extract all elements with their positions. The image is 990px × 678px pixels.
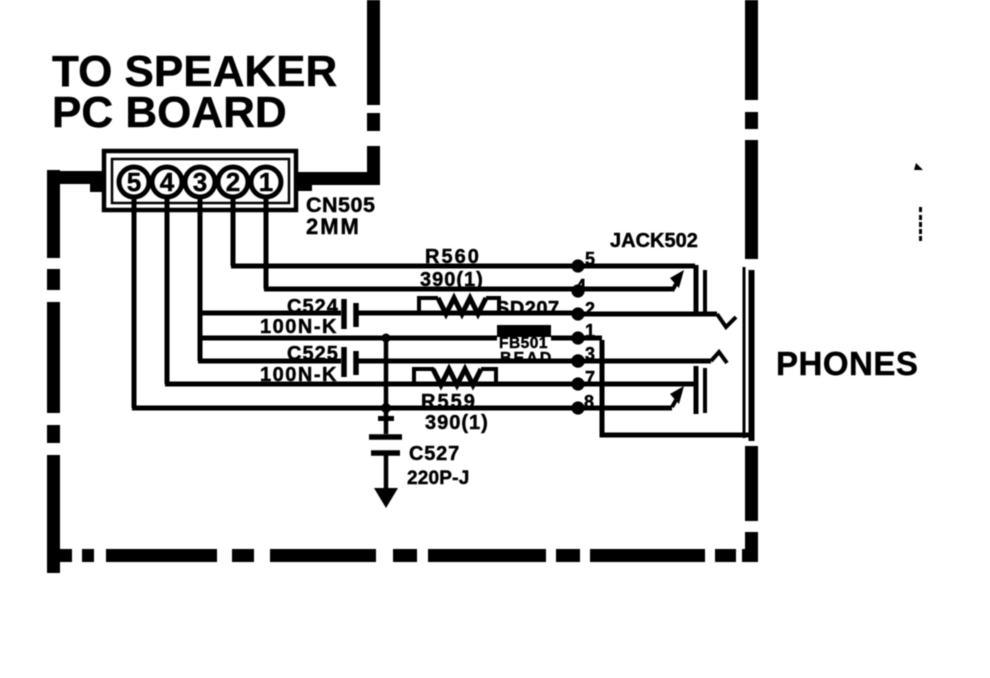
- svg-text:2: 2: [226, 167, 240, 197]
- svg-text:C524: C524: [287, 296, 339, 318]
- svg-text:SD207: SD207: [496, 298, 560, 320]
- svg-text:C525: C525: [287, 343, 339, 365]
- svg-text:2: 2: [585, 299, 595, 319]
- svg-text:1: 1: [585, 321, 595, 341]
- svg-text:C527: C527: [409, 443, 460, 465]
- svg-text:390(1): 390(1): [420, 269, 484, 291]
- svg-text:PHONES: PHONES: [776, 345, 918, 382]
- svg-text:3: 3: [585, 344, 595, 364]
- svg-text:R559: R559: [421, 391, 477, 413]
- svg-text:220P-J: 220P-J: [407, 468, 469, 489]
- svg-text:8: 8: [584, 392, 594, 412]
- svg-text:100N-K: 100N-K: [260, 364, 338, 386]
- svg-text:100N-K: 100N-K: [260, 316, 338, 338]
- svg-text:5: 5: [127, 167, 141, 197]
- svg-text:2MM: 2MM: [306, 214, 361, 239]
- svg-text:TO SPEAKER: TO SPEAKER: [52, 47, 337, 96]
- svg-text:5: 5: [585, 249, 595, 269]
- svg-text:PC BOARD: PC BOARD: [52, 88, 287, 137]
- svg-text:7: 7: [585, 368, 595, 388]
- svg-text:BEAD: BEAD: [500, 350, 553, 367]
- svg-text:JACK502: JACK502: [610, 230, 698, 252]
- svg-text:CN505: CN505: [306, 193, 375, 217]
- svg-text:FB501: FB501: [499, 335, 548, 352]
- svg-text:4: 4: [160, 167, 175, 197]
- svg-text:3: 3: [193, 167, 207, 197]
- svg-text:4: 4: [576, 276, 586, 296]
- svg-text:R560: R560: [425, 246, 481, 268]
- svg-text:1: 1: [259, 167, 273, 197]
- svg-text:390(1): 390(1): [425, 412, 489, 434]
